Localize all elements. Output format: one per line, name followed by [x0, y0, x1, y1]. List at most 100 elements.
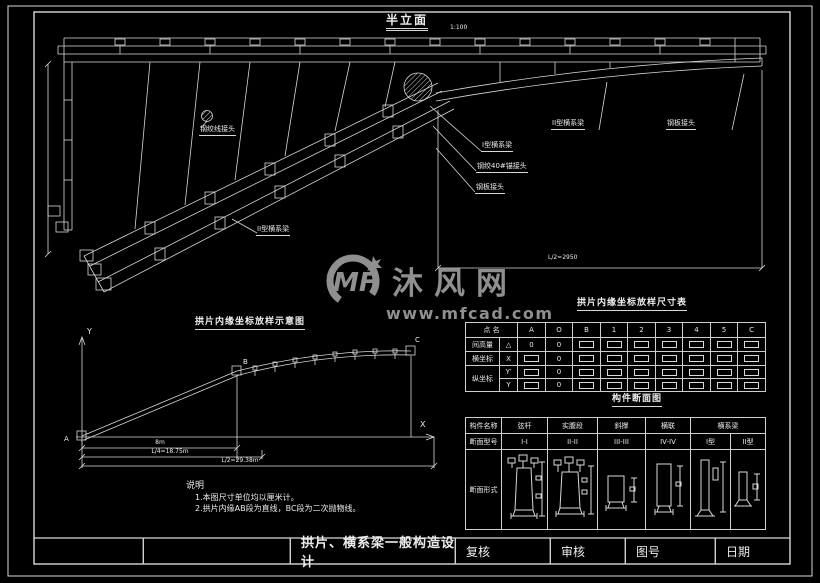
section-type-cell: II型: [730, 433, 766, 450]
section-sketch-chord-icon: [507, 454, 545, 519]
coord-value-cell: [682, 337, 712, 352]
coord-header-cell: 点 名: [464, 322, 519, 338]
dim-rise: 8m: [155, 439, 165, 446]
coord-value-cell: [737, 337, 767, 352]
coord-value-cell: [572, 337, 602, 352]
label-type1-beam: I型横系梁: [481, 141, 514, 152]
coord-value-cell: 0: [545, 365, 574, 379]
note-line-1: 1.本图尺寸单位均以厘米计。: [195, 493, 299, 502]
coord-row-symbol: Y′: [498, 365, 519, 379]
svg-text:MF: MF: [333, 268, 377, 298]
halfspan-dimension: [44, 60, 766, 272]
arch-curve-right: [435, 57, 763, 102]
label-plate-joint-mid: 钢板接头: [475, 183, 505, 194]
watermark: MF 沐风网 www.mfcad.com: [324, 252, 554, 323]
section-table-title: 构件断面图: [612, 394, 663, 407]
label-type2-beam-left: II型横系梁: [256, 225, 291, 236]
deck-joints: [114, 38, 711, 54]
section-types-row: 断面型号 I-I II-II III-III IV-IV I型 II型: [465, 433, 766, 450]
elevation-scale: 1:100: [450, 24, 468, 31]
coord-value-cell: [655, 337, 684, 352]
section-sketch-cell: [547, 449, 598, 530]
coord-header-cell: B: [572, 322, 602, 338]
coord-value-cell: [737, 351, 767, 366]
member-name-cell: 实腹段: [547, 417, 598, 434]
coord-value-cell: [572, 378, 602, 392]
coord-row-symbol: △: [498, 337, 519, 352]
section-members-row: 构件名称 弦杆 实腹段 斜撑 横联 横系梁: [465, 417, 766, 434]
coord-value-cell: [627, 337, 657, 352]
titleblock-cell-empty: [143, 538, 290, 564]
notes-title: 说明: [186, 481, 205, 491]
section-type-cell: I型: [690, 433, 731, 450]
coord-value-cell: [600, 351, 629, 366]
coord-row-label: 纵坐标: [465, 365, 500, 392]
coord-value-cell: [600, 337, 629, 352]
coord-header-cell: 5: [710, 322, 739, 338]
titleblock-check-label: 复核: [455, 538, 550, 564]
coord-value-cell: [655, 351, 684, 366]
member-name-cell: 弦杆: [501, 417, 548, 434]
section-sketch-cell: [501, 449, 548, 530]
section-row3-label: 断面形式: [465, 449, 502, 530]
coord-value-cell: [627, 351, 657, 366]
label-strand40-joint: 钢绞40#锚接头: [476, 162, 528, 173]
coord-value-cell: [682, 365, 712, 379]
point-c-label: C: [415, 336, 420, 344]
coord-value-cell: [627, 378, 657, 392]
coord-value-cell: [517, 378, 547, 392]
deck-linework: [57, 37, 767, 63]
coord-value-cell: [710, 378, 739, 392]
section-row1-label: 构件名称: [465, 417, 502, 434]
coord-value-cell: [517, 365, 547, 379]
coord-value-cell: [517, 351, 547, 366]
coord-header-cell: C: [737, 322, 767, 338]
section-sketch-type1-beam-icon: [694, 459, 726, 516]
titleblock-cell-empty: [34, 538, 143, 564]
elevation-title: 半立面: [386, 13, 429, 32]
watermark-site-name: 沐风网: [392, 265, 518, 302]
dim-halfspan-top: L/2=2950: [548, 254, 578, 261]
coord-header-cell: 2: [627, 322, 657, 338]
leader-lines: [200, 73, 745, 234]
crown-node: [403, 72, 433, 102]
section-type-cell: II-II: [547, 433, 598, 450]
coord-value-cell: [627, 365, 657, 379]
coord-value-cell: [655, 365, 684, 379]
coord-value-cell: 0: [545, 337, 574, 352]
member-name-cell: 横联: [645, 417, 691, 434]
label-strand-joint: 钢绞线接头: [199, 125, 236, 136]
point-a-label: A: [64, 435, 69, 443]
section-sketch-cell: [730, 449, 766, 530]
titleblock-review-label: 审核: [550, 538, 625, 564]
section-table: 构件名称 弦杆 实腹段 斜撑 横联 横系梁 断面型号 I-I II-II III…: [465, 417, 766, 530]
section-sketch-transverse-icon: [654, 463, 683, 515]
axis-y-label: Y: [87, 327, 92, 336]
section-sketch-solidweb-icon: [553, 456, 594, 517]
section-row2-label: 断面型号: [465, 433, 502, 450]
coord-row-label: 横坐标: [465, 351, 500, 366]
pier-linework: [47, 62, 73, 233]
layout-diagram-title: 拱片内缘坐标放样示意图: [195, 317, 306, 330]
coord-row: Y 0: [466, 378, 767, 392]
coord-value-cell: [655, 378, 684, 392]
section-type-cell: III-III: [597, 433, 646, 450]
coord-value-cell: 0: [545, 351, 574, 366]
coord-row-symbol: Y: [498, 378, 519, 392]
coord-header-row: 点 名 A O B 1 2 3 4 5 C: [464, 322, 767, 338]
coord-value-cell: 0: [545, 378, 574, 392]
coord-value-cell: [710, 365, 739, 379]
member-name-cell: 横系梁: [690, 417, 766, 434]
section-sketch-row: 断面形式: [465, 449, 766, 530]
coord-value-cell: [710, 337, 739, 352]
coord-value-cell: [572, 351, 602, 366]
section-sketch-cell: [690, 449, 731, 530]
section-sketch-cell: [597, 449, 646, 530]
arch-rib: [79, 61, 455, 293]
section-sketch-brace-icon: [605, 475, 637, 511]
layout-diagram: [76, 335, 438, 470]
strand-joint-detail: [201, 110, 213, 122]
axis-x-label: X: [420, 420, 426, 429]
